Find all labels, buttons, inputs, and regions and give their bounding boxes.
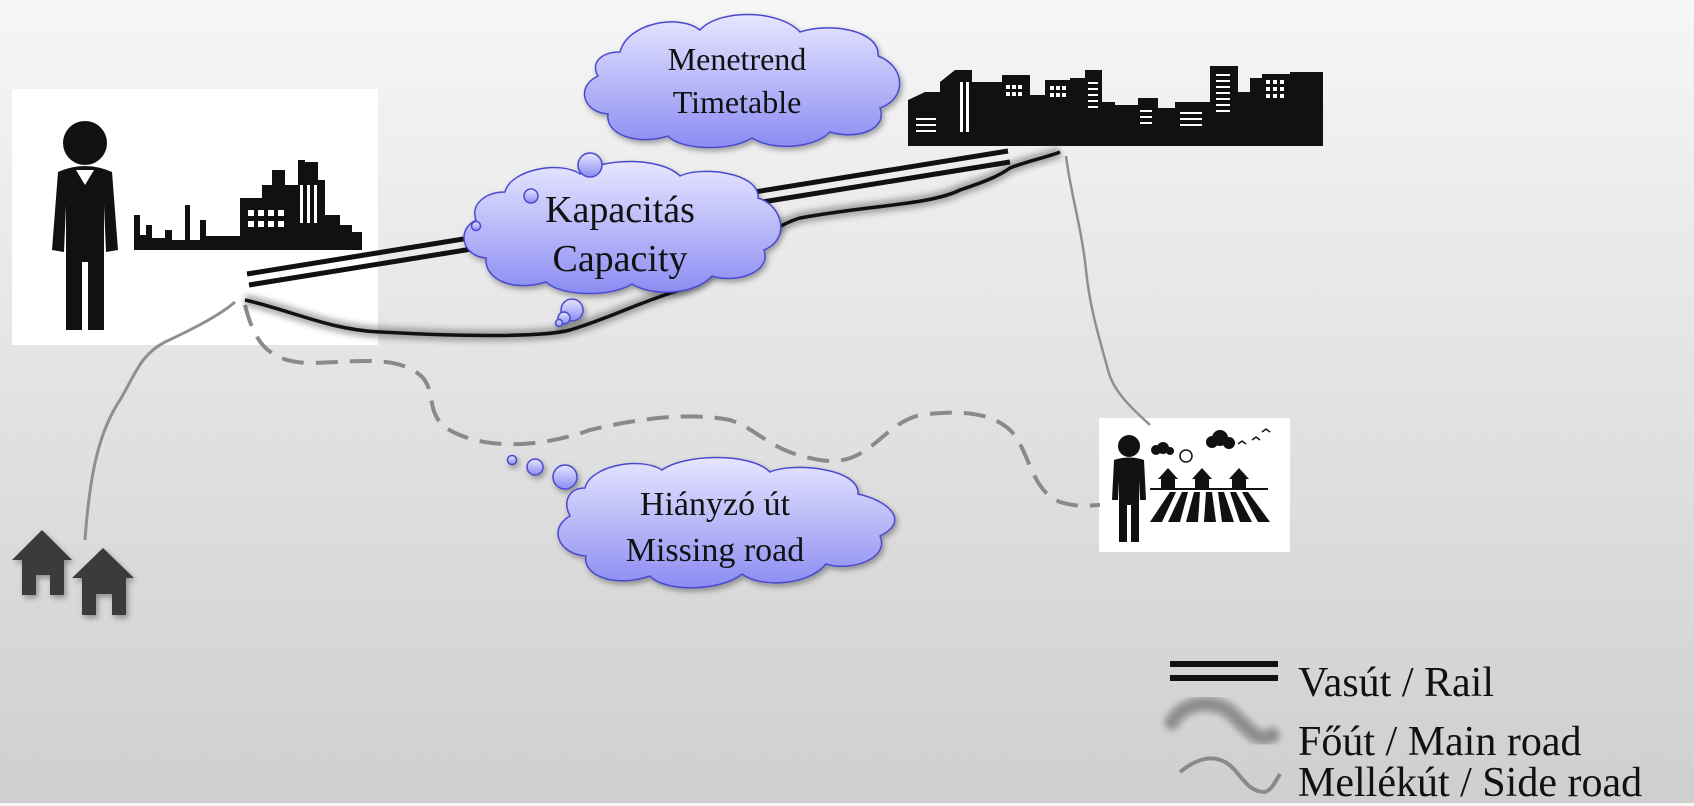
- factory-icon: [134, 160, 362, 250]
- missing-road-bubble: [506, 454, 896, 589]
- person-icon: [52, 121, 118, 330]
- house-icon: [12, 530, 72, 595]
- legend-side-road-label: Mellékút / Side road: [1298, 760, 1643, 806]
- side-road-east: [1064, 155, 1151, 426]
- city-skyline-icon: [908, 66, 1323, 146]
- timetable-label-hu: Menetrend: [667, 41, 807, 77]
- capacity-label: Kapacitás Capacity: [510, 186, 730, 285]
- capacity-bubble: [463, 152, 782, 328]
- missing-road-label: Hiányzó út Missing road: [600, 482, 830, 574]
- house-icon: [72, 548, 134, 615]
- village-houses-icon: [1150, 428, 1271, 522]
- capacity-label-hu: Kapacitás: [545, 189, 695, 231]
- capacity-label-en: Capacity: [552, 238, 688, 281]
- origin-town-panel: [12, 89, 378, 345]
- legend-rail-label: Vasút / Rail: [1298, 660, 1494, 706]
- missing-road-label-hu: Hiányzó út: [639, 486, 791, 523]
- legend-main-road-label: Főút / Main road: [1298, 719, 1582, 765]
- village-farm-panel: [1099, 418, 1290, 552]
- missing-road-dashed: [243, 304, 1101, 508]
- houses-icon: [12, 530, 134, 615]
- legend-side-road-symbol: [1178, 756, 1282, 795]
- legend-main-road-symbol: [1164, 696, 1280, 746]
- farmer-icon: [1112, 435, 1146, 542]
- side-road-west: [83, 300, 236, 541]
- legend-rail-symbol: [1170, 661, 1278, 681]
- timetable-label: Menetrend Timetable: [640, 38, 834, 124]
- timetable-label-en: Timetable: [672, 84, 802, 121]
- timetable-bubble: [583, 13, 901, 149]
- missing-road-label-en: Missing road: [625, 531, 805, 569]
